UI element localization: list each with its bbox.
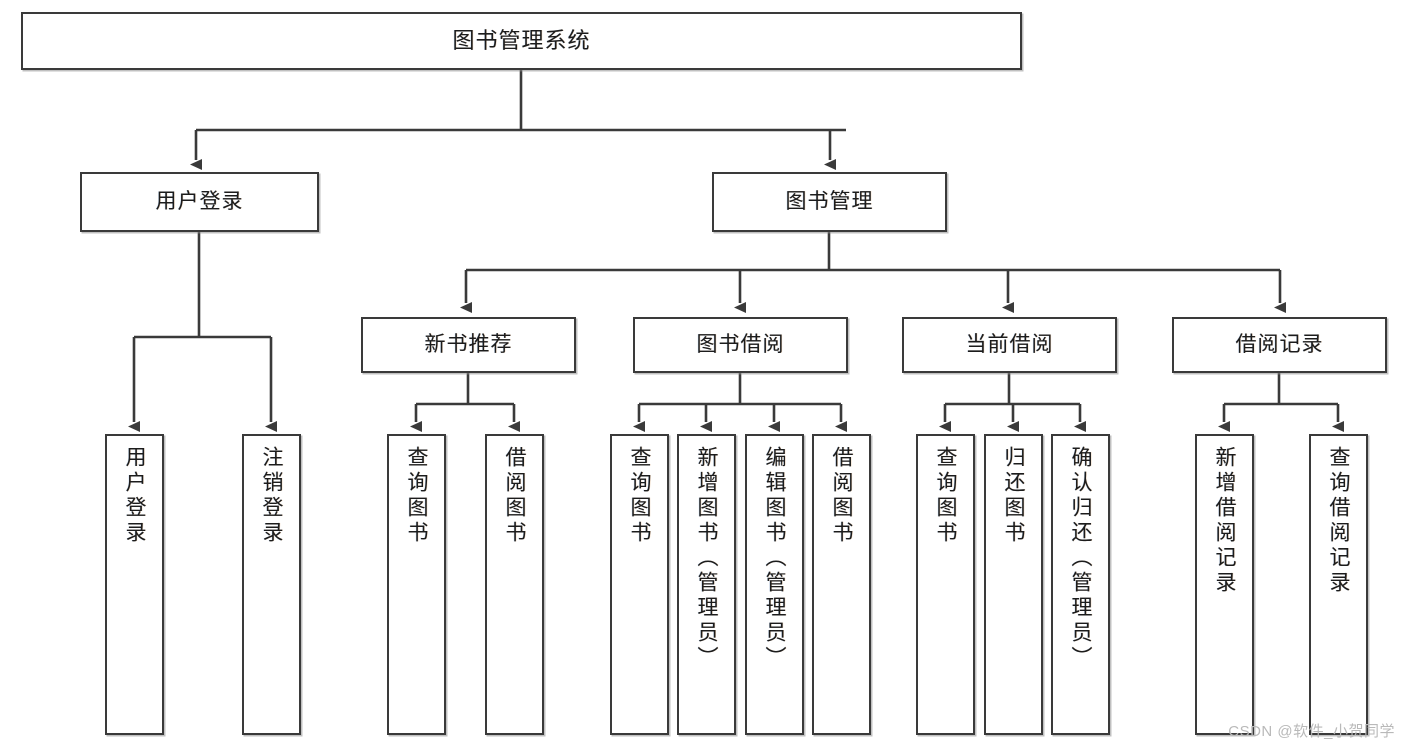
node-label: 查询图书 xyxy=(934,446,957,546)
node-label: 借阅图书 xyxy=(503,446,526,546)
leaf-user-logout[interactable]: 注销登录 xyxy=(242,434,301,735)
leaf-add-book[interactable]: 新增图书（管理员） xyxy=(677,434,736,735)
node-label: 当前借阅 xyxy=(965,332,1054,356)
leaf-user-login[interactable]: 用户登录 xyxy=(105,434,164,735)
leaf-query-book-current[interactable]: 查询图书 xyxy=(916,434,975,735)
node-book-borrow[interactable]: 图书借阅 xyxy=(633,317,848,373)
node-label: 查询图书 xyxy=(405,446,428,546)
node-label: 图书管理 xyxy=(785,189,874,213)
leaf-borrow-book[interactable]: 借阅图书 xyxy=(812,434,871,735)
csdn-watermark: CSDN @软件_小贺同学 xyxy=(1228,723,1395,740)
node-label: 图书管理系统 xyxy=(452,28,591,54)
leaf-confirm-return[interactable]: 确认归还（管理员） xyxy=(1051,434,1110,735)
node-label: 图书借阅 xyxy=(696,332,785,356)
node-user-login[interactable]: 用户登录 xyxy=(80,172,319,232)
node-label: 归还图书 xyxy=(1002,446,1025,546)
leaf-add-borrow-record[interactable]: 新增借阅记录 xyxy=(1195,434,1254,735)
node-label: 确认归还（管理员） xyxy=(1069,446,1092,671)
node-new-book-recommend[interactable]: 新书推荐 xyxy=(361,317,576,373)
leaf-borrow-book-recommend[interactable]: 借阅图书 xyxy=(485,434,544,735)
leaf-query-book-borrow[interactable]: 查询图书 xyxy=(610,434,669,735)
node-label: 注销登录 xyxy=(260,446,283,546)
node-label: 新增图书（管理员） xyxy=(695,446,718,671)
node-label: 借阅图书 xyxy=(830,446,853,546)
node-label: 新书推荐 xyxy=(424,332,513,356)
node-label: 用户登录 xyxy=(155,189,244,213)
node-label: 用户登录 xyxy=(123,446,146,546)
leaf-query-book-recommend[interactable]: 查询图书 xyxy=(387,434,446,735)
node-book-manage[interactable]: 图书管理 xyxy=(712,172,947,232)
node-label: 借阅记录 xyxy=(1235,332,1324,356)
node-label: 查询图书 xyxy=(628,446,651,546)
node-current-borrow[interactable]: 当前借阅 xyxy=(902,317,1117,373)
node-label: 编辑图书（管理员） xyxy=(763,446,786,671)
node-label: 查询借阅记录 xyxy=(1327,446,1350,596)
leaf-edit-book[interactable]: 编辑图书（管理员） xyxy=(745,434,804,735)
node-borrow-record[interactable]: 借阅记录 xyxy=(1172,317,1387,373)
leaf-return-book[interactable]: 归还图书 xyxy=(984,434,1043,735)
leaf-query-borrow-record[interactable]: 查询借阅记录 xyxy=(1309,434,1368,735)
node-label: 新增借阅记录 xyxy=(1213,446,1236,596)
node-root-system[interactable]: 图书管理系统 xyxy=(21,12,1022,70)
